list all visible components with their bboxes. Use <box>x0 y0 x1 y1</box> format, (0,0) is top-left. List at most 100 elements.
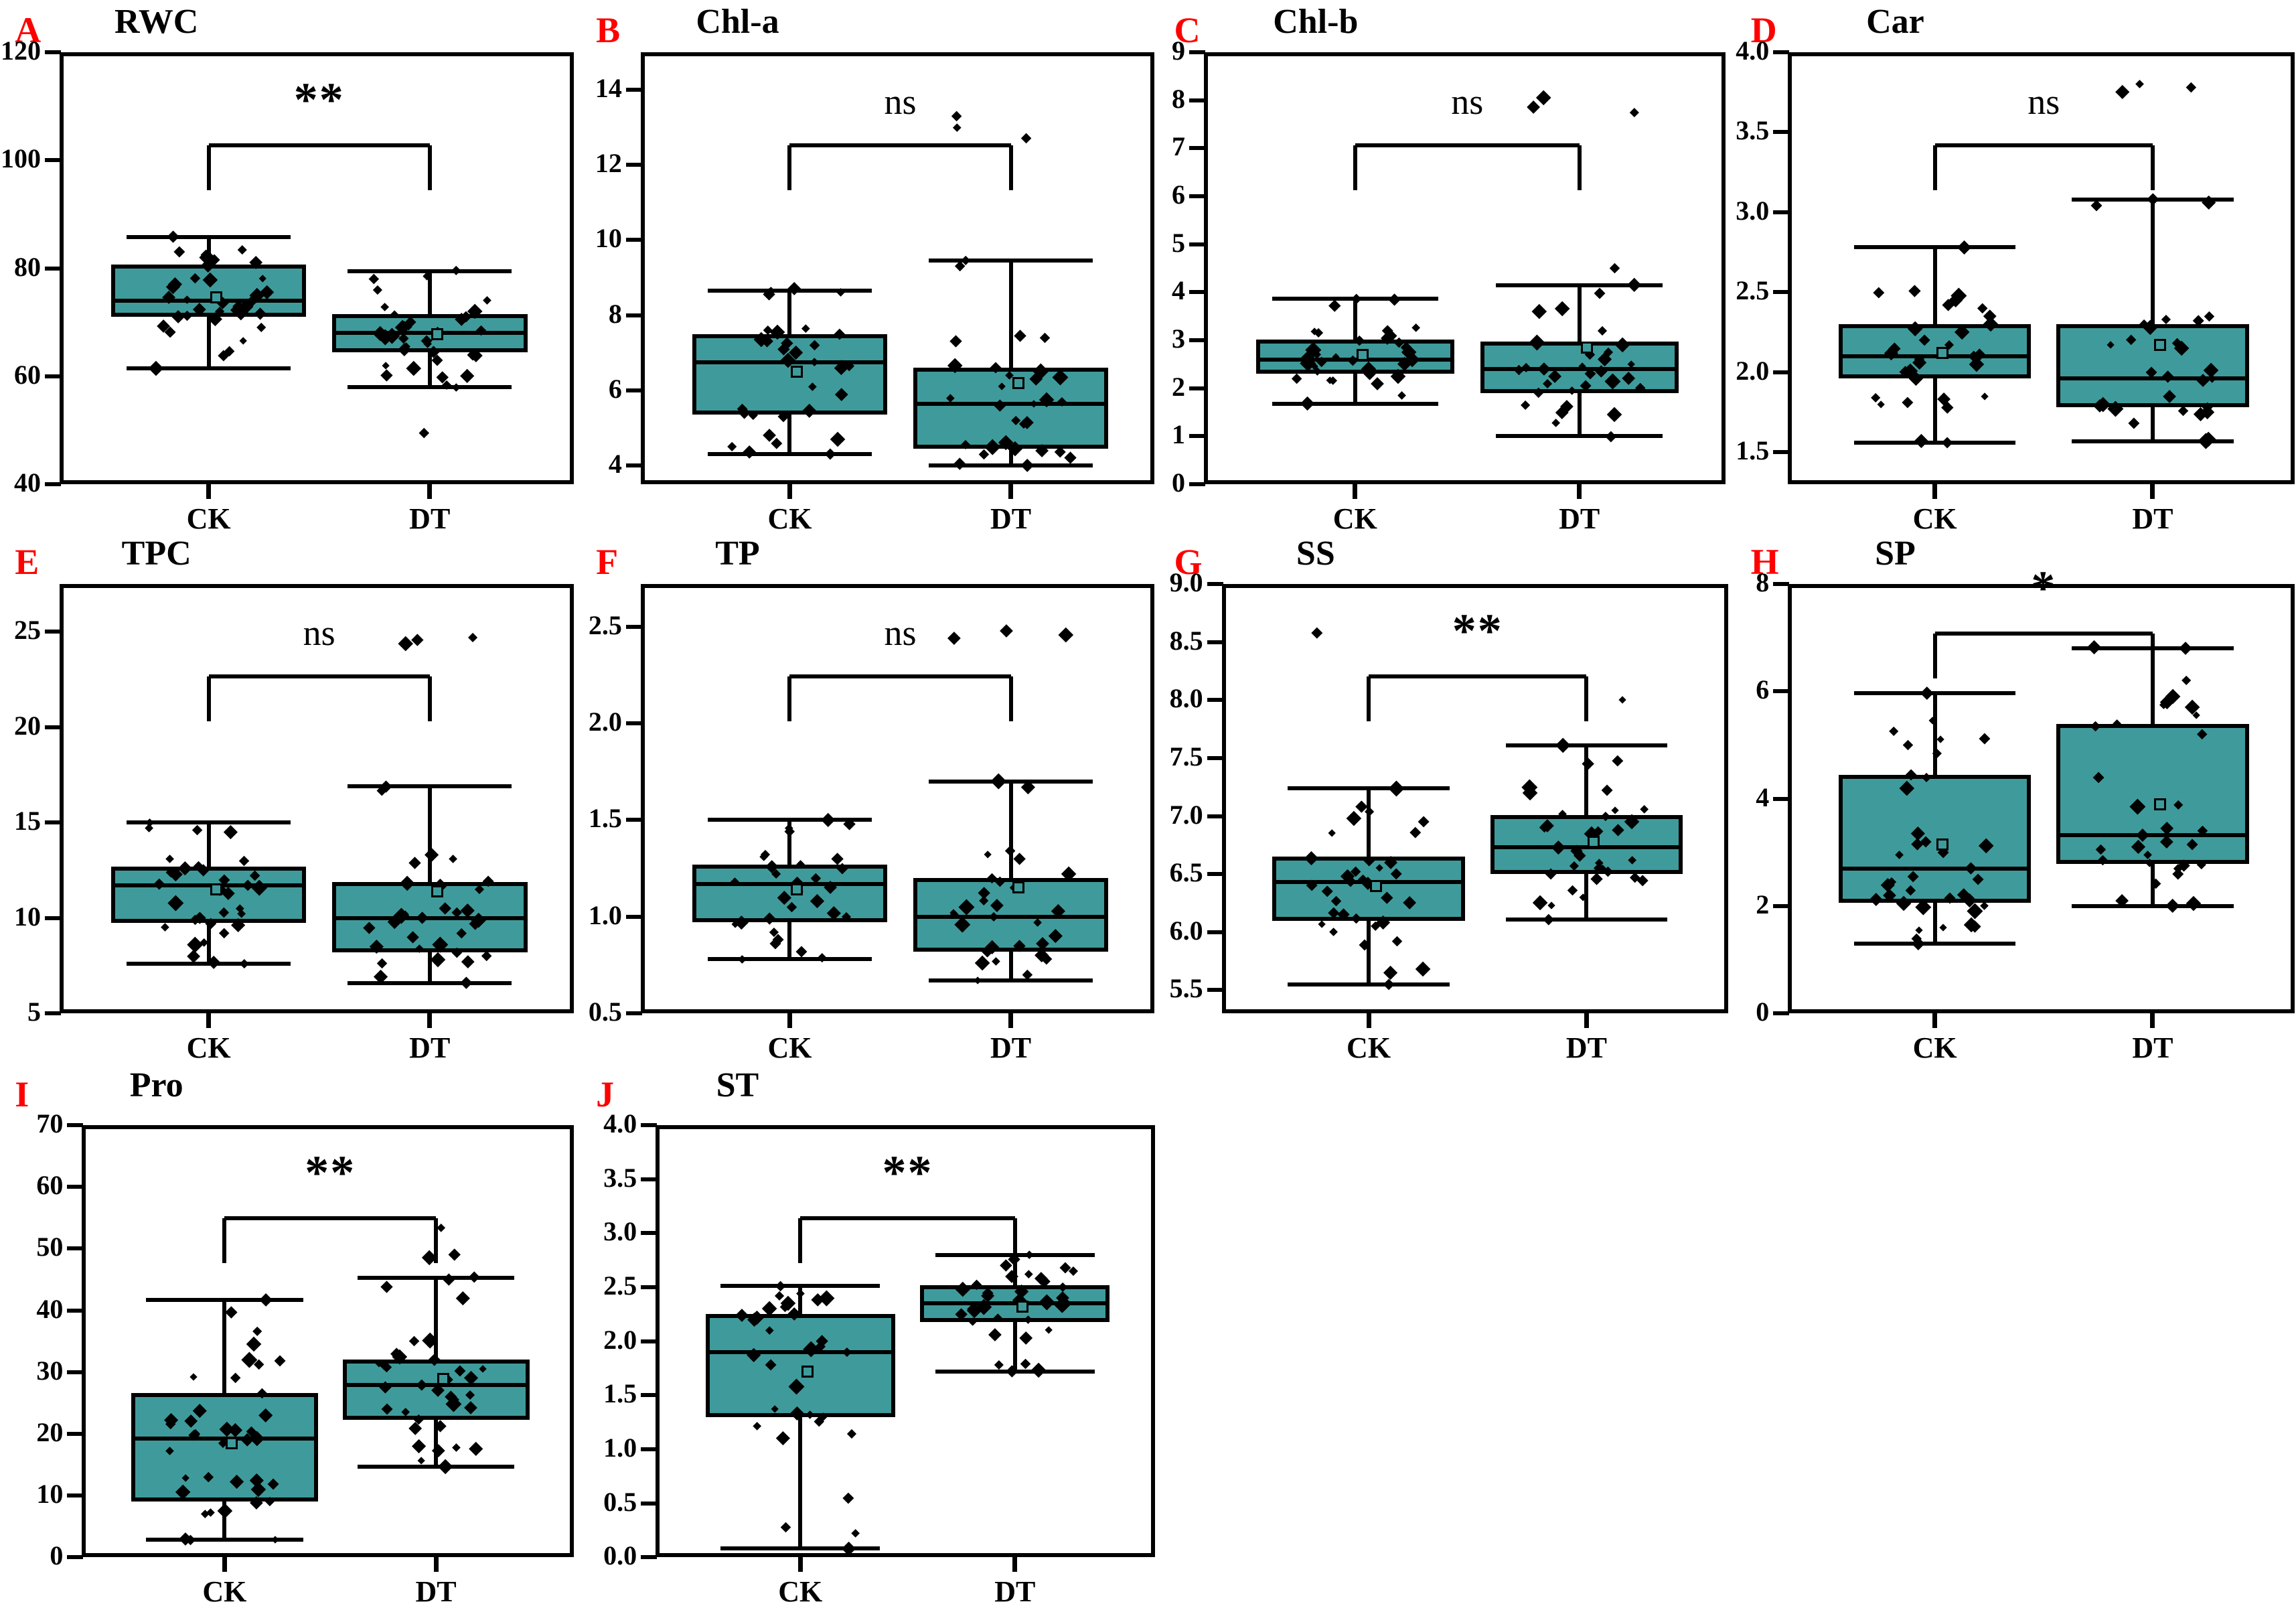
panel-letter-E: E <box>15 542 40 583</box>
y-tick-label-H-3: 6 <box>1756 674 1770 705</box>
sig-bracket-left-E <box>206 676 211 722</box>
y-tick-label-D-0: 1.5 <box>1736 435 1770 466</box>
sig-bracket-bar-F <box>789 674 1011 679</box>
whisker-B-DT <box>1008 261 1013 466</box>
y-tick-J-4 <box>641 1339 658 1343</box>
y-tick-label-B-2: 8 <box>608 298 622 329</box>
y-tick-A-1 <box>45 374 61 378</box>
whisker-J-CK <box>798 1286 803 1549</box>
whisker-cap-upper-F-CK <box>707 818 872 822</box>
y-tick-H-4 <box>1773 582 1790 587</box>
x-tick-I-DT <box>433 1557 439 1573</box>
box-D-CK <box>1838 324 2032 379</box>
box-I-CK <box>131 1393 318 1502</box>
y-tick-label-D-2: 2.5 <box>1736 275 1770 306</box>
y-tick-label-F-4: 2.5 <box>588 609 622 640</box>
x-tick-label-I-DT: DT <box>415 1575 457 1608</box>
mean-marker-E-CK <box>210 883 222 895</box>
y-tick-label-I-2: 20 <box>36 1416 64 1447</box>
whisker-cap-lower-J-CK <box>720 1546 881 1551</box>
x-tick-label-A-DT: DT <box>409 502 451 536</box>
sig-bracket-right-J <box>1012 1218 1017 1264</box>
panel-title-B: Chl-a <box>696 2 779 41</box>
y-tick-H-0 <box>1773 1011 1790 1016</box>
x-tick-E-CK <box>206 1013 212 1029</box>
whisker-cap-upper-A-DT <box>348 269 512 273</box>
x-tick-H-DT <box>2150 1013 2155 1029</box>
y-tick-C-5 <box>1189 242 1205 246</box>
whisker-cap-lower-B-DT <box>929 463 1093 468</box>
y-tick-D-4 <box>1773 130 1790 135</box>
y-tick-B-4 <box>625 163 642 167</box>
median-line-F-DT <box>913 914 1109 919</box>
y-tick-label-C-7: 7 <box>1171 131 1185 162</box>
y-tick-label-F-1: 1.0 <box>588 899 622 930</box>
sig-bracket-bar-A <box>208 143 430 147</box>
whisker-cap-upper-G-CK <box>1288 786 1450 791</box>
significance-label-G: ** <box>1452 604 1503 658</box>
y-tick-label-C-3: 3 <box>1171 323 1185 354</box>
plot-area-G <box>1221 584 1729 1014</box>
sig-bracket-bar-J <box>800 1216 1015 1220</box>
significance-label-H: * <box>2031 561 2057 615</box>
y-tick-J-2 <box>641 1447 658 1451</box>
y-tick-label-D-3: 3.0 <box>1736 195 1770 226</box>
sig-bracket-right-B <box>1008 145 1013 191</box>
y-tick-label-B-4: 12 <box>595 148 622 179</box>
mean-marker-A-CK <box>210 291 222 304</box>
y-tick-label-A-4: 120 <box>1 35 42 66</box>
whisker-cap-lower-G-DT <box>1505 917 1668 922</box>
x-tick-J-CK <box>797 1557 803 1573</box>
whisker-cap-lower-G-CK <box>1288 982 1450 986</box>
x-tick-I-CK <box>222 1557 227 1573</box>
y-tick-G-7 <box>1207 582 1223 587</box>
x-tick-label-J-CK: CK <box>778 1575 823 1608</box>
y-tick-label-J-3: 1.5 <box>603 1378 637 1409</box>
sig-bracket-left-A <box>206 145 211 191</box>
sig-bracket-left-J <box>798 1218 803 1264</box>
y-tick-label-B-0: 4 <box>608 449 622 480</box>
x-tick-label-C-CK: CK <box>1332 502 1377 536</box>
x-tick-label-G-DT: DT <box>1565 1031 1607 1065</box>
x-tick-E-DT <box>427 1013 433 1029</box>
sig-bracket-left-G <box>1367 676 1371 722</box>
y-tick-B-0 <box>625 463 642 468</box>
sig-bracket-right-A <box>427 145 432 191</box>
y-tick-A-4 <box>45 50 61 54</box>
median-line-E-CK <box>110 883 307 888</box>
x-tick-B-CK <box>787 484 792 500</box>
y-tick-C-2 <box>1189 386 1205 390</box>
median-line-B-DT <box>913 401 1109 406</box>
significance-label-D: ns <box>2027 81 2060 122</box>
x-tick-B-DT <box>1008 484 1014 500</box>
x-tick-label-B-CK: CK <box>767 502 812 536</box>
y-tick-label-A-2: 80 <box>14 251 42 282</box>
y-tick-label-D-1: 2.0 <box>1736 355 1770 386</box>
panel-title-F: TP <box>715 534 760 573</box>
panel-title-H: SP <box>1875 534 1916 573</box>
x-tick-D-DT <box>2150 484 2155 500</box>
mean-marker-D-CK <box>1936 347 1948 360</box>
mean-marker-B-CK <box>791 365 803 378</box>
significance-label-B: ns <box>884 81 917 122</box>
y-tick-label-D-4: 3.5 <box>1736 115 1770 146</box>
mean-marker-D-DT <box>2153 339 2166 352</box>
y-tick-label-A-1: 60 <box>14 359 42 390</box>
y-tick-D-3 <box>1773 210 1790 214</box>
sig-bracket-right-G <box>1584 676 1589 722</box>
y-tick-G-1 <box>1207 930 1223 934</box>
whisker-cap-lower-C-CK <box>1272 401 1439 406</box>
median-line-H-CK <box>1838 866 2032 871</box>
panel-letter-I: I <box>15 1074 29 1114</box>
y-tick-G-6 <box>1207 640 1223 644</box>
whisker-cap-upper-G-DT <box>1505 743 1668 748</box>
whisker-cap-upper-D-CK <box>1853 245 2016 250</box>
x-tick-G-CK <box>1366 1013 1371 1029</box>
panel-letter-H: H <box>1750 542 1779 583</box>
plot-area-C <box>1203 52 1726 485</box>
y-tick-E-1 <box>45 916 61 920</box>
